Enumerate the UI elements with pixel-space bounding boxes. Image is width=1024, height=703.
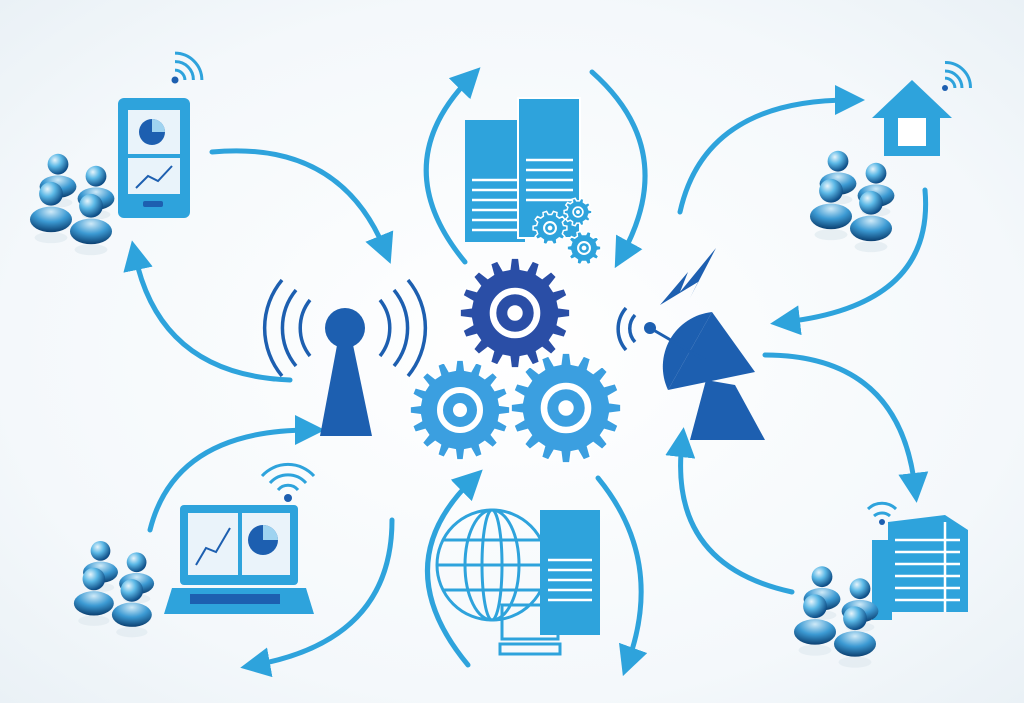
user-group-icon — [794, 566, 878, 667]
arrow-icon — [147, 415, 325, 533]
office-building-icon — [866, 501, 968, 620]
arrow-icon — [770, 187, 929, 336]
arrow-icon — [423, 67, 481, 265]
arrows — [123, 67, 929, 678]
arrow-icon — [589, 69, 648, 269]
wifi-icon — [171, 51, 204, 84]
arrow-icon — [209, 148, 394, 264]
arrow-icon — [665, 427, 795, 595]
gear-icon — [532, 210, 568, 246]
gear-icon — [563, 197, 593, 227]
arrow-icon — [240, 517, 395, 678]
arrow-icon — [595, 475, 648, 677]
radio-tower-icon — [262, 278, 428, 436]
arrow-icon — [762, 352, 929, 503]
gear-icon — [409, 359, 511, 461]
arrow-icon — [123, 240, 293, 383]
smartphone-icon — [118, 98, 190, 218]
wifi-icon — [260, 462, 316, 502]
gear-icon — [459, 257, 571, 369]
user-group-icon — [30, 154, 114, 255]
wifi-icon — [942, 61, 972, 91]
server-icon — [498, 510, 600, 656]
satellite-dish-icon — [616, 248, 765, 440]
house-icon — [872, 80, 952, 156]
gear-icon — [566, 230, 602, 266]
gear-icon — [510, 352, 622, 464]
user-group-icon — [810, 151, 894, 252]
arrow-icon — [677, 85, 865, 215]
globe-icon — [435, 508, 549, 622]
user-group-icon — [74, 541, 154, 637]
laptop-icon — [164, 505, 314, 614]
arrow-icon — [425, 469, 483, 668]
